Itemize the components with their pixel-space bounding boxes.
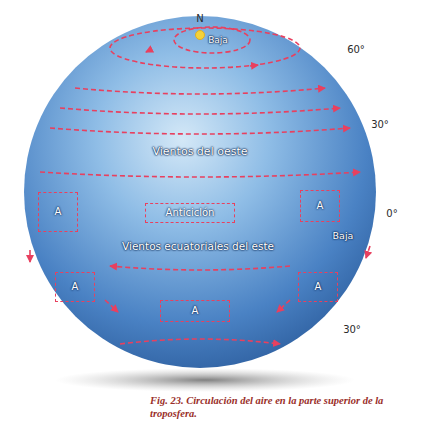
pressure-label: A — [55, 206, 62, 218]
pressure-label: A — [192, 305, 199, 317]
westerly-arrow — [50, 128, 350, 134]
pressure-label: A — [72, 281, 79, 293]
high-pressure-box: A — [300, 190, 340, 222]
globe-shadow — [55, 368, 355, 392]
polar-arrow — [250, 65, 258, 66]
polar-loop — [110, 28, 300, 68]
high-pressure-box: A — [160, 300, 230, 322]
easterly-arrow — [110, 266, 290, 270]
figure-caption: Fig. 23. Circulación del aire en la part… — [150, 394, 412, 420]
pressure-label: Baja — [333, 230, 354, 241]
pressure-label: A — [315, 281, 322, 293]
polar-loop — [174, 27, 250, 53]
latitude-label: 0° — [386, 208, 397, 220]
north-label: N — [196, 13, 203, 25]
latitude-label: 30° — [343, 324, 361, 336]
wind-label: Vientos ecuatoriales del este — [122, 240, 274, 253]
circulation-arrow — [366, 246, 370, 258]
westerly-arrow — [120, 339, 280, 344]
globe — [24, 16, 376, 368]
anticyclone-box: Anticiclón — [145, 203, 235, 223]
pressure-label: A — [317, 200, 324, 212]
high-pressure-box: A — [298, 272, 338, 302]
wind-label: Vientos del oeste — [153, 145, 248, 158]
latitude-label: 60° — [347, 44, 365, 56]
circulation-arrow — [29, 250, 31, 262]
pressure-label: Anticiclón — [166, 207, 215, 219]
circulation-arrow — [277, 300, 290, 312]
high-pressure-box: A — [38, 192, 78, 232]
latitude-label: 30° — [371, 119, 389, 131]
pole-dot — [196, 31, 205, 40]
circulation-arrow — [105, 300, 118, 312]
westerly-arrow — [75, 88, 325, 94]
high-pressure-box: A — [55, 272, 95, 302]
westerly-arrow — [60, 108, 340, 114]
pressure-label: Baja — [208, 35, 228, 46]
westerly-arrow — [40, 172, 360, 177]
wind-arrows — [30, 27, 370, 344]
polar-arrow — [146, 50, 150, 52]
